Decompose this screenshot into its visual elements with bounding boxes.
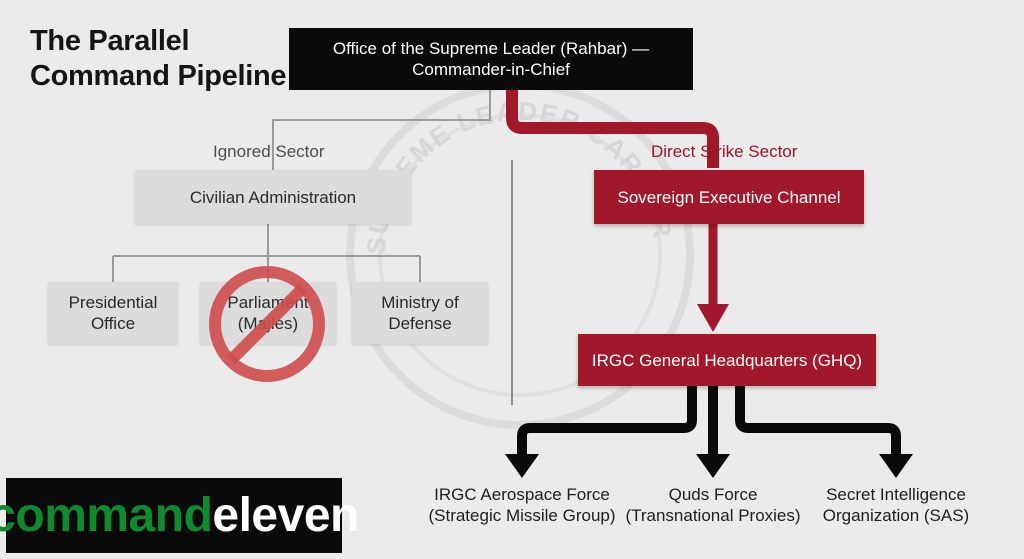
ministry-of-defense-node: Ministry of Defense (352, 282, 488, 344)
civilian-administration-node: Civilian Administration (135, 170, 411, 224)
logo-part-command: command (0, 489, 213, 542)
direct-strike-sector-label: Direct Strike Sector (651, 142, 798, 161)
irgc-ghq-node: IRGC General Headquarters (GHQ) (578, 334, 876, 386)
presidential-office-node: Presidential Office (48, 282, 178, 344)
supreme-leader-node: Office of the Supreme Leader (Rahbar) — … (289, 28, 693, 90)
supreme-leader-line-2: Commander-in-Chief (412, 60, 570, 79)
quds-force-line-1: Quds Force (668, 485, 758, 504)
presidential-office-line-2: Office (90, 314, 136, 333)
ministry-of-defense-line-1: Ministry of (381, 293, 459, 312)
sovereign-executive-channel-node: Sovereign Executive Channel (594, 170, 864, 224)
presidential-office-line-1: Presidential (68, 293, 158, 312)
secret-intelligence-node: Secret Intelligence Organization (SAS) (796, 484, 996, 526)
secret-intelligence-line-2: Organization (SAS) (822, 506, 970, 525)
ministry-of-defense-line-2: Defense (388, 314, 452, 333)
civilian-administration-label: Civilian Administration (189, 187, 357, 207)
sovereign-executive-channel-label: Sovereign Executive Channel (617, 187, 841, 207)
supreme-leader-line-1: Office of the Supreme Leader (Rahbar) — (332, 39, 650, 58)
title-line-1: The Parallel (30, 25, 190, 57)
quds-force-line-2: (Transnational Proxies) (625, 506, 801, 525)
prohibited-sign-icon (209, 266, 325, 382)
irgc-ghq-label: IRGC General Headquarters (GHQ) (591, 350, 863, 370)
aerospace-force-line-1: IRGC Aerospace Force (434, 485, 610, 504)
secret-intelligence-line-1: Secret Intelligence (826, 485, 966, 504)
ignored-sector-label: Ignored Sector (213, 142, 325, 161)
quds-force-node: Quds Force (Transnational Proxies) (613, 484, 813, 526)
diagram-title: The Parallel Command Pipeline (30, 24, 290, 94)
aerospace-force-line-2: (Strategic Missile Group) (428, 506, 616, 525)
aerospace-force-node: IRGC Aerospace Force (Strategic Missile … (402, 484, 642, 526)
logo-part-eleven: eleven (212, 489, 359, 542)
title-line-2: Command Pipeline (30, 60, 287, 92)
